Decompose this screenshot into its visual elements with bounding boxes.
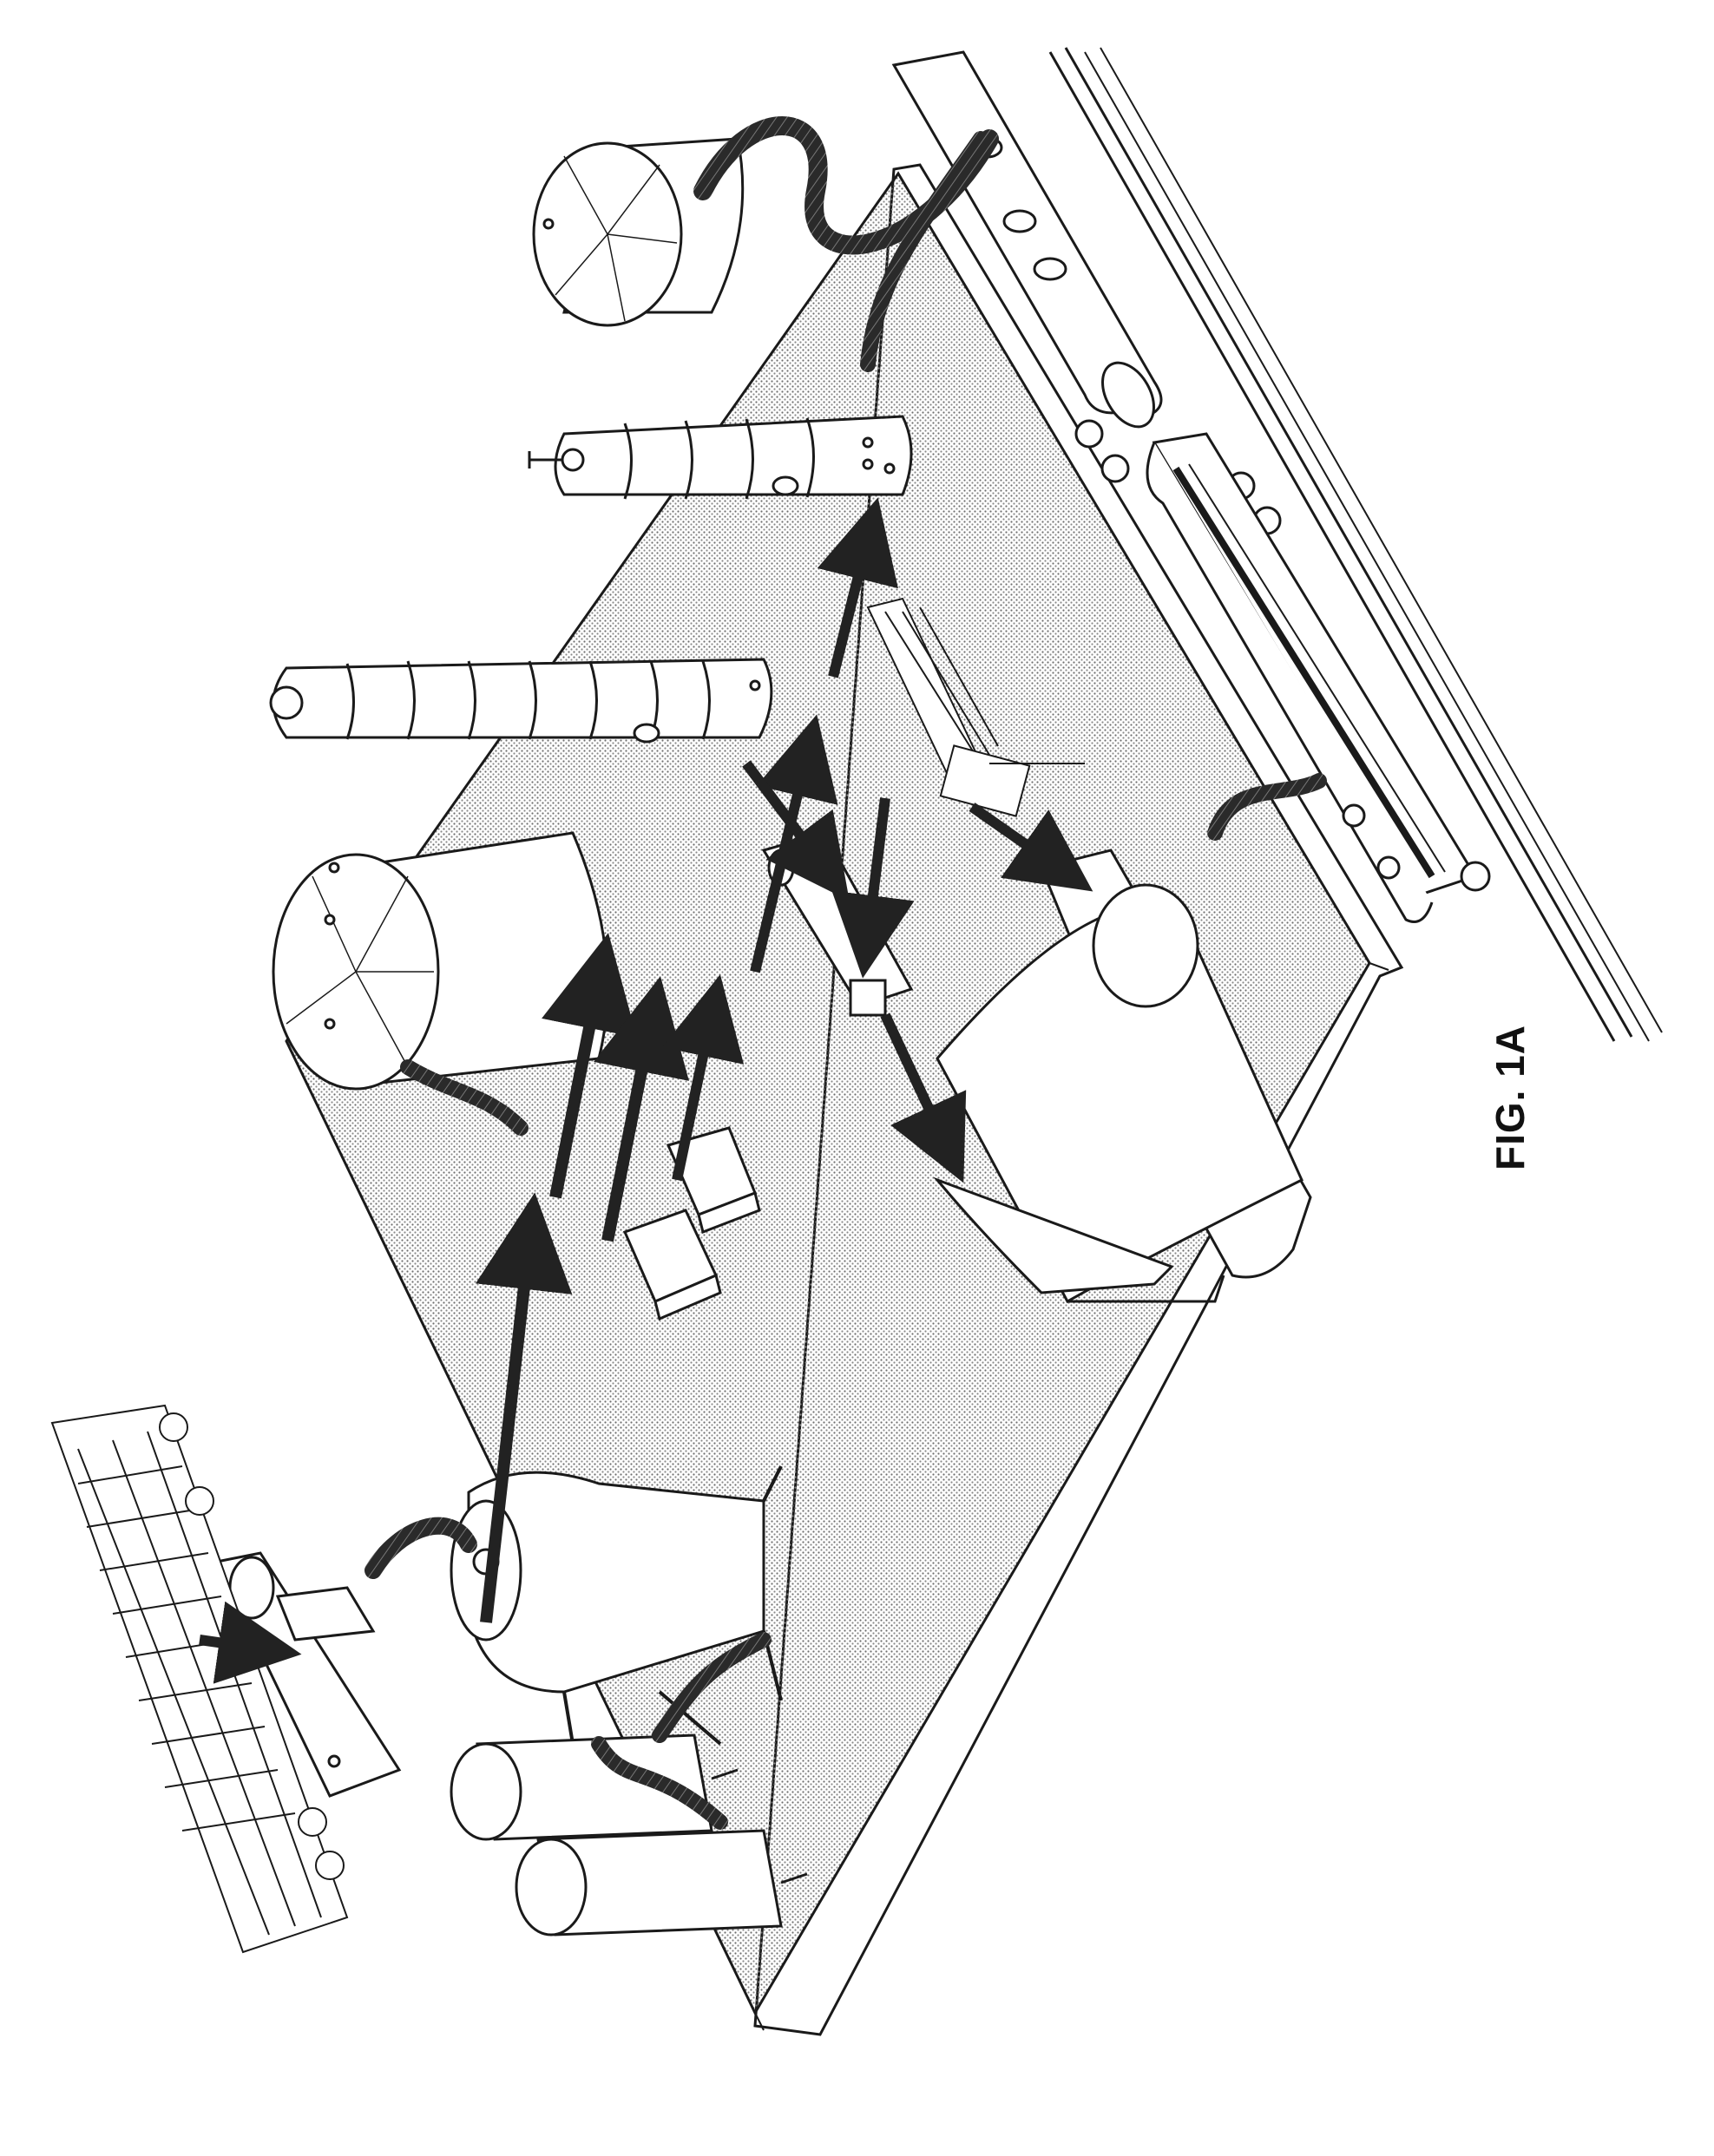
reactor-tank [273, 833, 607, 1089]
column-tall [271, 659, 772, 742]
figure-label: FIG. 1A [1484, 1011, 1536, 1184]
column-short [529, 416, 911, 499]
